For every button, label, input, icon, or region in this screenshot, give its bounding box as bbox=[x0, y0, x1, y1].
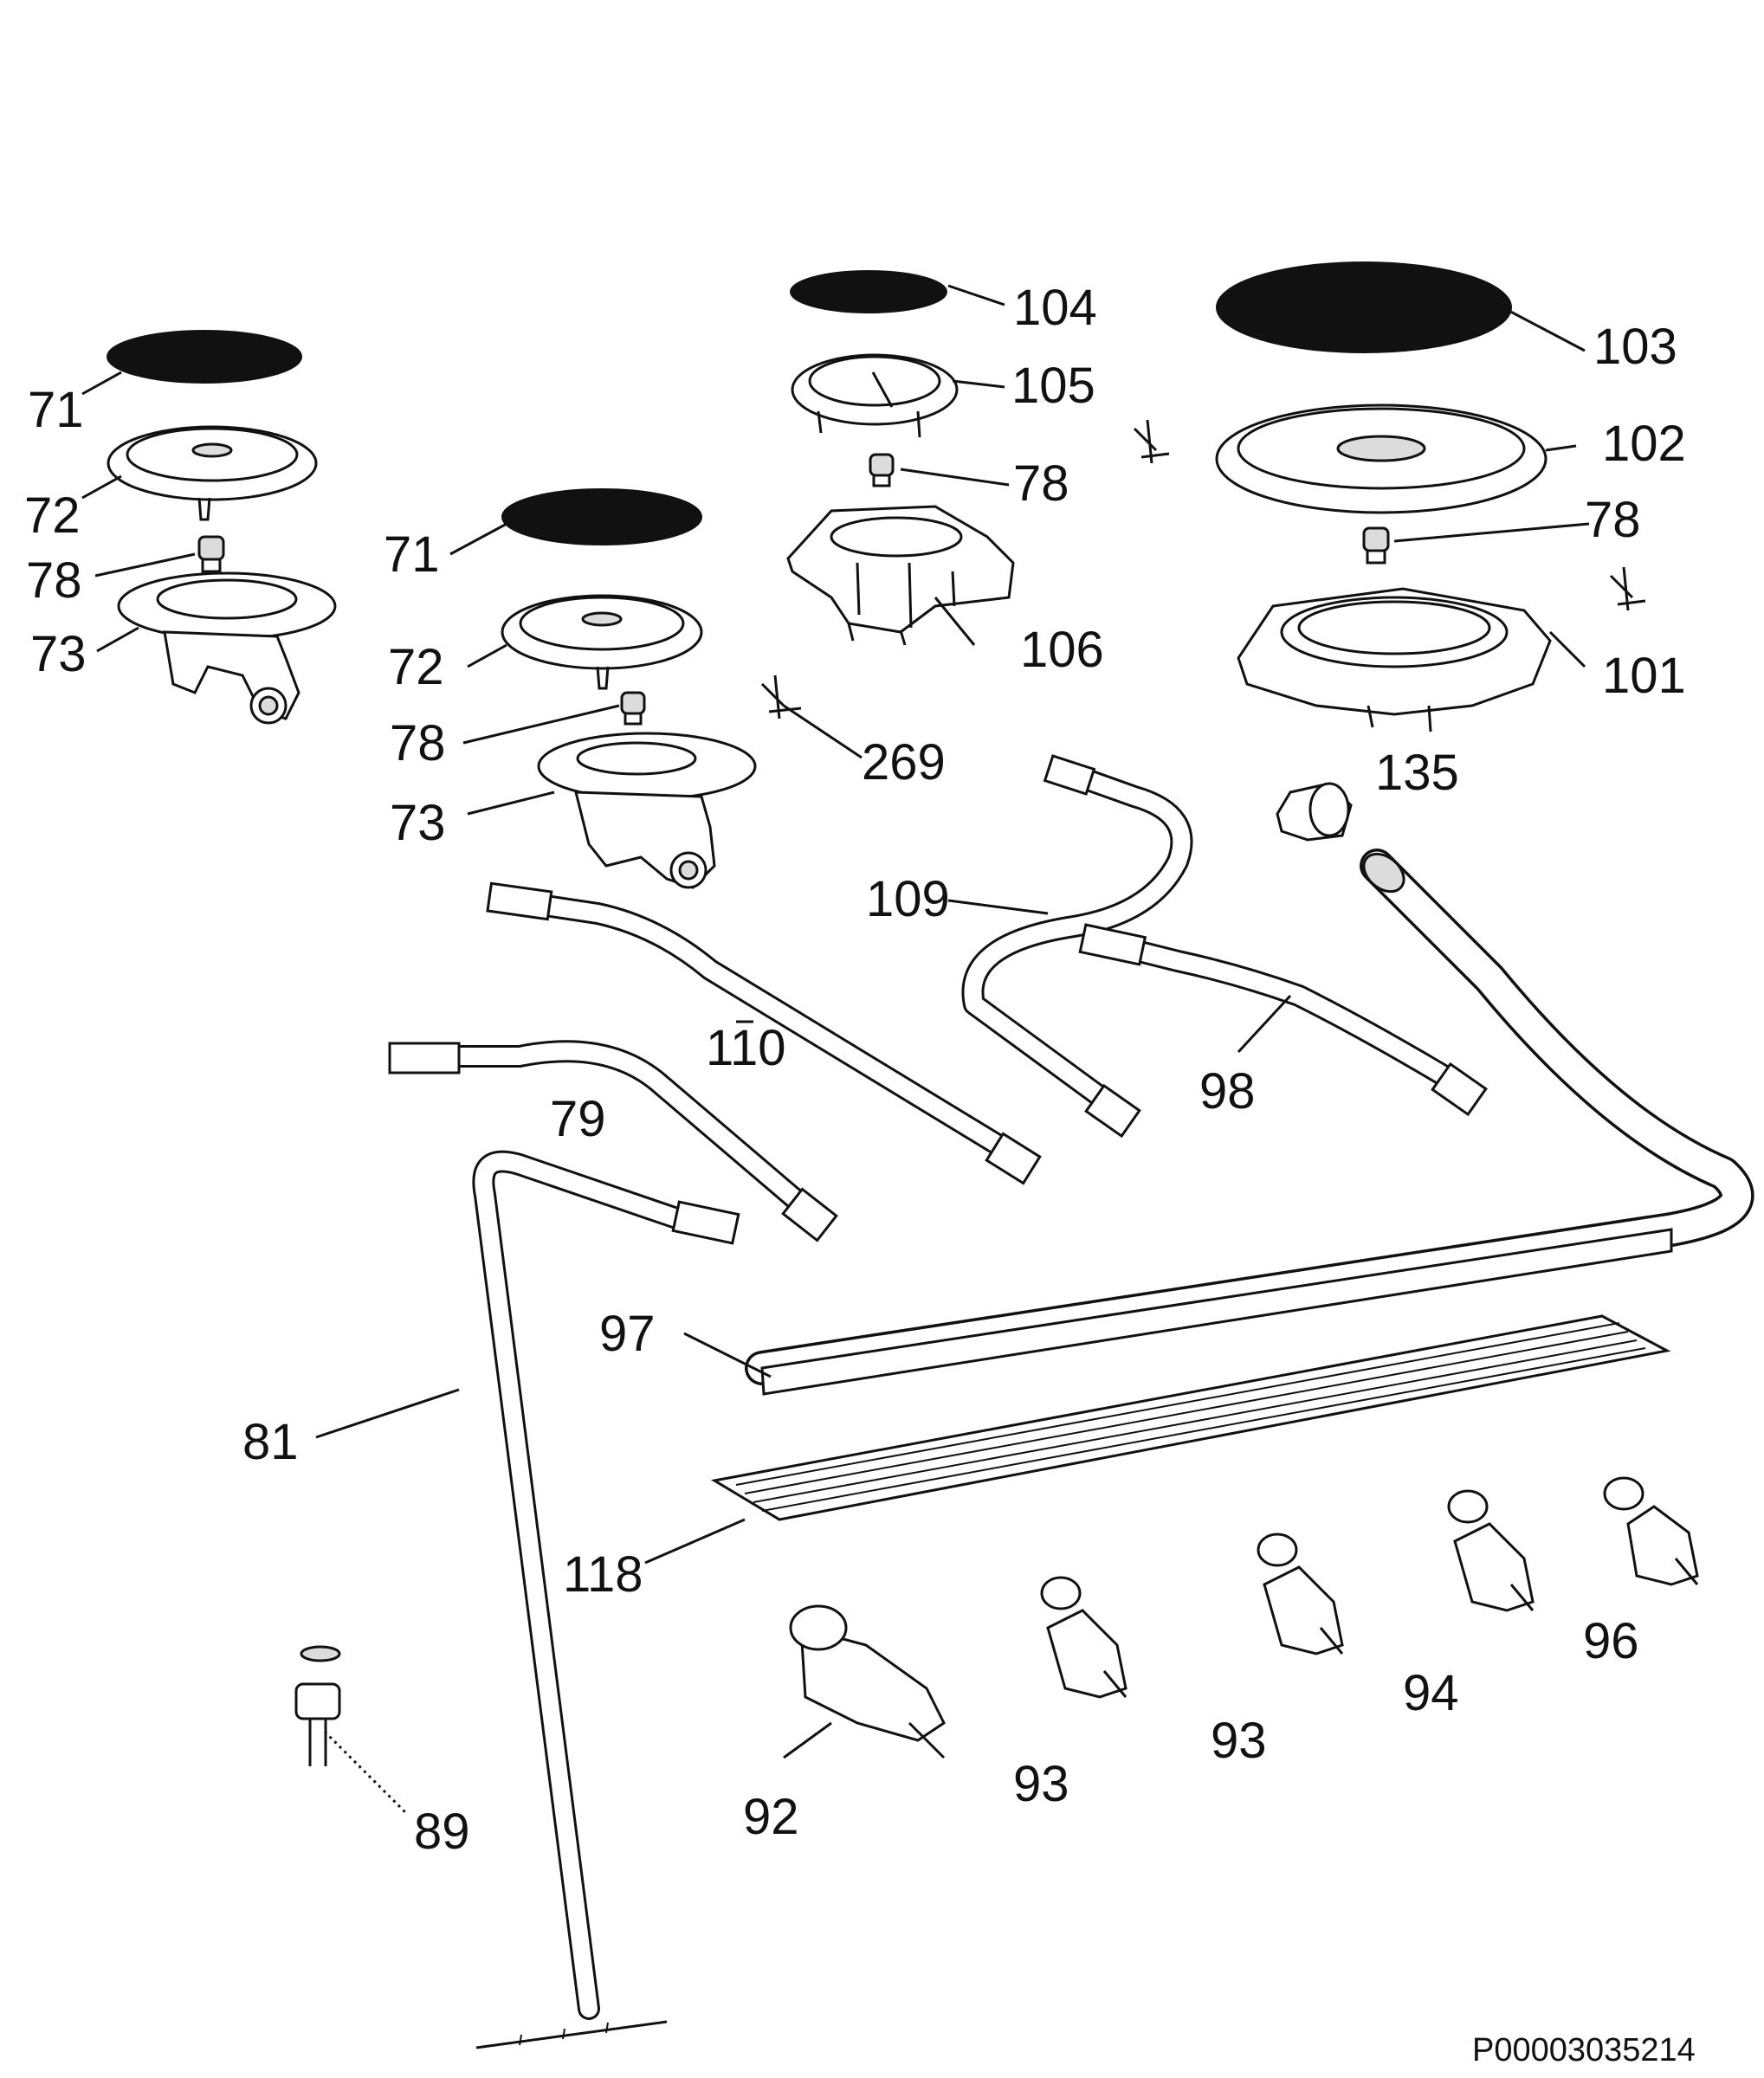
callout-105: 105 bbox=[1011, 358, 1095, 414]
spark-electrode-269 bbox=[760, 674, 802, 720]
injector-78-middle-right bbox=[869, 453, 895, 487]
gas-tap-93-first bbox=[1040, 1576, 1128, 1699]
callout-78-right: 78 bbox=[1585, 492, 1641, 548]
flame-spreader-102 bbox=[1215, 403, 1548, 514]
gas-pipe-109 bbox=[961, 754, 1193, 1139]
flame-spreader-72-left bbox=[107, 425, 318, 521]
gas-tap-96 bbox=[1603, 1476, 1699, 1586]
burner-cap-103 bbox=[1216, 261, 1512, 353]
callout-103: 103 bbox=[1593, 319, 1677, 375]
callout-110: 110 bbox=[706, 1020, 785, 1076]
injector-78-middle bbox=[620, 691, 646, 726]
leader-lines bbox=[81, 284, 1590, 1816]
document-id: P00003035214 bbox=[1472, 2032, 1696, 2068]
callout-104: 104 bbox=[1013, 280, 1097, 336]
callout-labels: 71 72 78 73 71 72 78 73 104 105 78 106 2… bbox=[24, 280, 1686, 1860]
burner-middle-right bbox=[786, 270, 1170, 646]
gas-pipe-98 bbox=[1078, 923, 1488, 1117]
burner-body-106 bbox=[786, 505, 1015, 646]
callout-97: 97 bbox=[599, 1306, 656, 1362]
callout-73-middle: 73 bbox=[390, 795, 446, 851]
gas-pipe-79 bbox=[388, 1040, 838, 1242]
burner-middle-left bbox=[501, 488, 802, 889]
burner-right bbox=[1215, 261, 1646, 842]
callout-89: 89 bbox=[414, 1804, 470, 1860]
callout-73-left: 73 bbox=[30, 626, 87, 682]
callout-92: 92 bbox=[743, 1789, 799, 1845]
callout-71-left: 71 bbox=[28, 382, 84, 438]
callout-72-left: 72 bbox=[24, 487, 81, 544]
spark-electrode-right bbox=[1133, 419, 1170, 464]
callout-98: 98 bbox=[1199, 1063, 1256, 1120]
connector-135 bbox=[1276, 782, 1353, 842]
callout-93-first: 93 bbox=[1013, 1756, 1069, 1812]
gas-pipe-81 bbox=[472, 1150, 740, 2049]
callout-269: 269 bbox=[862, 734, 946, 791]
callout-118: 118 bbox=[563, 1546, 643, 1603]
burner-body-73-left bbox=[117, 571, 337, 725]
callout-78-left: 78 bbox=[26, 552, 82, 609]
gas-tap-93-second bbox=[1257, 1533, 1344, 1655]
callout-109: 109 bbox=[866, 871, 950, 927]
injector-78-right bbox=[1362, 526, 1390, 565]
callout-78-middle-right: 78 bbox=[1013, 455, 1069, 512]
callout-106: 106 bbox=[1020, 622, 1104, 678]
callout-81: 81 bbox=[242, 1414, 299, 1470]
thermocouple-89 bbox=[294, 1645, 341, 1766]
burner-cap-71-left bbox=[107, 330, 302, 384]
gas-tap-92 bbox=[789, 1604, 946, 1759]
callout-102: 102 bbox=[1602, 416, 1686, 472]
callout-79: 79 bbox=[550, 1091, 606, 1147]
callout-78-middle: 78 bbox=[390, 715, 446, 771]
flame-spreader-72-middle bbox=[501, 594, 703, 690]
callout-94: 94 bbox=[1403, 1665, 1459, 1721]
burner-left bbox=[107, 330, 337, 725]
callout-96: 96 bbox=[1583, 1613, 1639, 1669]
callout-71-middle: 71 bbox=[384, 526, 440, 583]
burner-cap-71-middle bbox=[501, 488, 702, 545]
gas-pipe-110 bbox=[486, 881, 1042, 1185]
callout-101: 101 bbox=[1602, 648, 1686, 704]
callout-135: 135 bbox=[1375, 745, 1459, 801]
bracket-97 bbox=[760, 1228, 1673, 1396]
main-gas-rail bbox=[745, 849, 1754, 1385]
flame-spreader-105 bbox=[791, 353, 959, 438]
gas-tap-94 bbox=[1447, 1489, 1535, 1612]
spark-electrode-right-2 bbox=[1609, 566, 1646, 611]
callout-72-middle: 72 bbox=[388, 639, 444, 695]
callout-93-second: 93 bbox=[1211, 1713, 1267, 1769]
bracket-118 bbox=[710, 1314, 1671, 1521]
burner-body-101 bbox=[1237, 587, 1552, 732]
injector-78-left bbox=[197, 535, 225, 573]
burner-body-73-middle bbox=[537, 732, 757, 889]
burner-cap-104 bbox=[790, 270, 947, 313]
